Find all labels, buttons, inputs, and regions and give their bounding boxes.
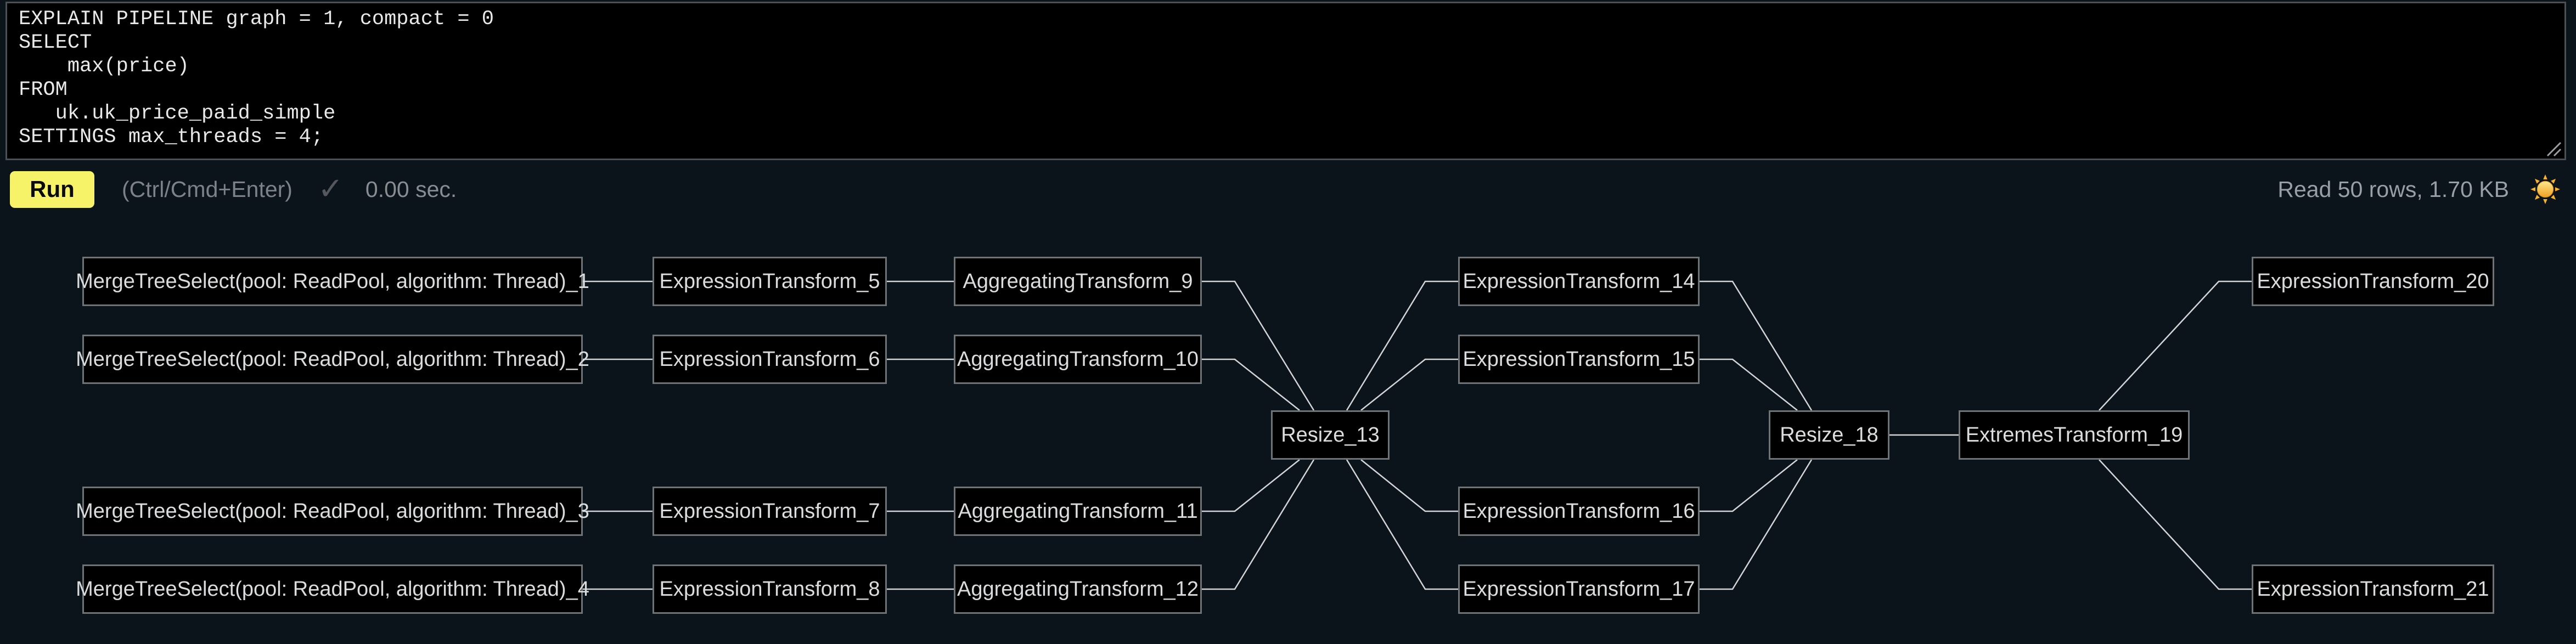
- pipeline-node-et6: ExpressionTransform_6: [653, 335, 887, 384]
- pipeline-node-mts3: MergeTreeSelect(pool: ReadPool, algorith…: [76, 487, 589, 536]
- pipeline-node-ext19: ExtremesTransform_19: [1959, 410, 2190, 460]
- pipeline-node-et14: ExpressionTransform_14: [1458, 257, 1700, 306]
- pipeline-node-resize13: Resize_13: [1271, 410, 1390, 460]
- read-stats: Read 50 rows, 1.70 KB: [2277, 176, 2509, 202]
- pipeline-node-et15: ExpressionTransform_15: [1458, 335, 1700, 384]
- pipeline-node-et7: ExpressionTransform_7: [653, 487, 887, 536]
- pipeline-node-agg12: AggregatingTransform_12: [954, 564, 1202, 614]
- pipeline-node-et16: ExpressionTransform_16: [1458, 487, 1700, 536]
- pipeline-node-agg9: AggregatingTransform_9: [954, 257, 1202, 306]
- pipeline-node-mts4: MergeTreeSelect(pool: ReadPool, algorith…: [76, 564, 589, 614]
- elapsed-time: 0.00 sec.: [365, 176, 457, 202]
- pipeline-node-et8: ExpressionTransform_8: [653, 564, 887, 614]
- pipeline-node-resize18: Resize_18: [1769, 410, 1889, 460]
- pipeline-node-et17: ExpressionTransform_17: [1458, 564, 1700, 614]
- sql-editor[interactable]: [5, 2, 2566, 160]
- pipeline-node-et5: ExpressionTransform_5: [653, 257, 887, 306]
- pipeline-node-agg11: AggregatingTransform_11: [954, 487, 1202, 536]
- pipeline-edges: [583, 280, 2252, 590]
- run-button[interactable]: Run: [10, 171, 94, 208]
- toolbar: Run (Ctrl/Cmd+Enter) ✓ 0.00 sec. Read 50…: [0, 160, 2576, 218]
- resize-grip-icon[interactable]: [2541, 137, 2563, 158]
- sun-icon[interactable]: [2529, 173, 2562, 206]
- shortcut-hint: (Ctrl/Cmd+Enter): [122, 176, 293, 202]
- pipeline-node-mts2: MergeTreeSelect(pool: ReadPool, algorith…: [76, 335, 589, 384]
- pipeline-graph: MergeTreeSelect(pool: ReadPool, algorith…: [0, 241, 2576, 644]
- pipeline-node-agg10: AggregatingTransform_10: [954, 335, 1202, 384]
- pipeline-node-et21: ExpressionTransform_21: [2252, 564, 2494, 614]
- success-check-icon: ✓: [317, 171, 344, 207]
- pipeline-node-mts1: MergeTreeSelect(pool: ReadPool, algorith…: [76, 257, 589, 306]
- pipeline-node-et20: ExpressionTransform_20: [2252, 257, 2494, 306]
